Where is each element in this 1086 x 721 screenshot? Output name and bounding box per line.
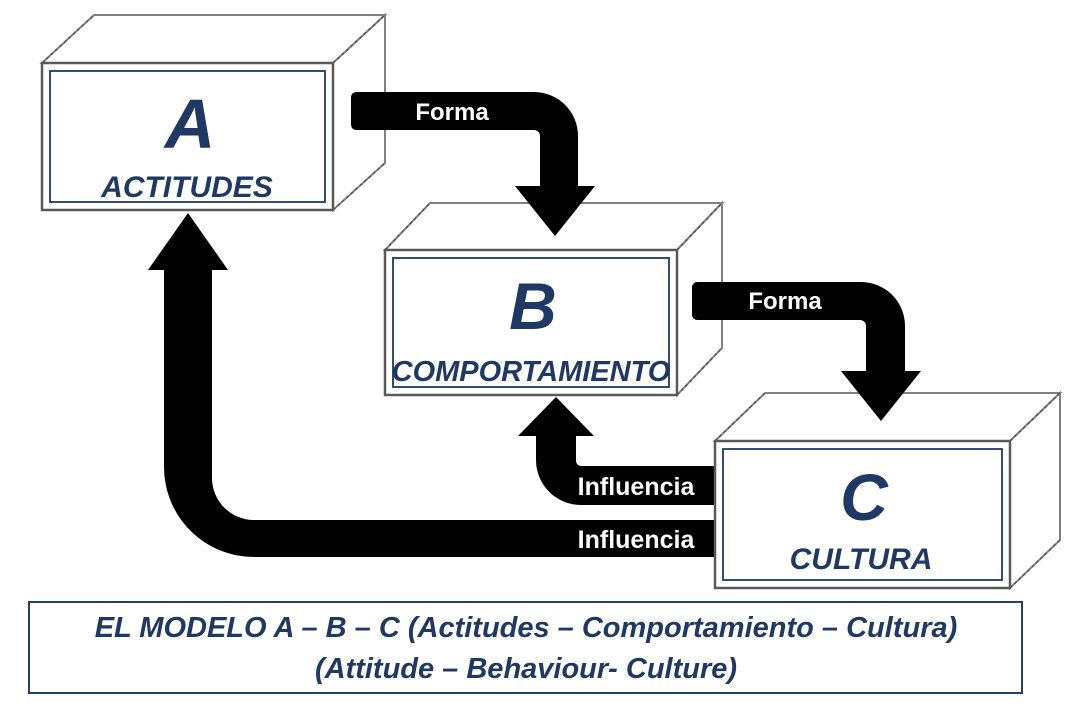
box-c-letter: C	[840, 460, 889, 534]
arrow-influencia-c-to-a-label: Influencia	[578, 526, 696, 554]
box-b-letter: B	[509, 269, 557, 343]
box-c-front-face	[713, 439, 1012, 590]
arrow-influencia-c-to-a-shape	[148, 213, 718, 557]
box-b-front-face	[383, 248, 679, 397]
arrow-forma-b-to-c-label: Forma	[748, 288, 822, 315]
arrow-forma-b-to-c-shape	[692, 282, 921, 421]
box-a-label: ACTITUDES	[100, 171, 273, 204]
box-a-inner-border	[49, 70, 326, 203]
caption-line-1: EL MODELO A – B – C (Actitudes – Comport…	[95, 612, 958, 644]
box-c: C CULTURA	[712, 390, 1063, 591]
arrow-influencia-c-to-b-shape	[518, 397, 718, 505]
box-a: A ACTITUDES	[39, 12, 388, 213]
box-a-front-face	[40, 61, 335, 212]
box-b-edge-top-left	[384, 202, 431, 251]
box-b-edge-top-right	[676, 202, 723, 251]
caption: EL MODELO A – B – C (Actitudes – Comport…	[28, 601, 1023, 694]
box-a-letter: A	[163, 85, 216, 163]
box-c-label: CULTURA	[790, 543, 933, 576]
arrow-forma-a-to-b: Forma	[351, 92, 595, 236]
box-b-edge-bottom-right	[676, 347, 723, 396]
arrow-influencia-c-to-b-label: Influencia	[578, 473, 696, 501]
box-a-top-face	[39, 14, 388, 64]
box-b-label: COMPORTAMIENTO	[392, 356, 671, 388]
caption-border	[28, 601, 1023, 694]
arrow-forma-b-to-c: Forma	[692, 282, 921, 421]
arrow-influencia-c-to-b: Influencia	[518, 397, 718, 505]
caption-line-2: (Attitude – Behaviour- Culture)	[315, 653, 737, 685]
box-c-inner-border	[722, 448, 1003, 581]
arrow-forma-a-to-b-label: Forma	[415, 99, 489, 126]
arrow-forma-a-to-b-shape	[351, 92, 595, 236]
box-b-inner-border	[392, 257, 670, 388]
arrow-influencia-c-to-a: Influencia	[148, 213, 718, 557]
